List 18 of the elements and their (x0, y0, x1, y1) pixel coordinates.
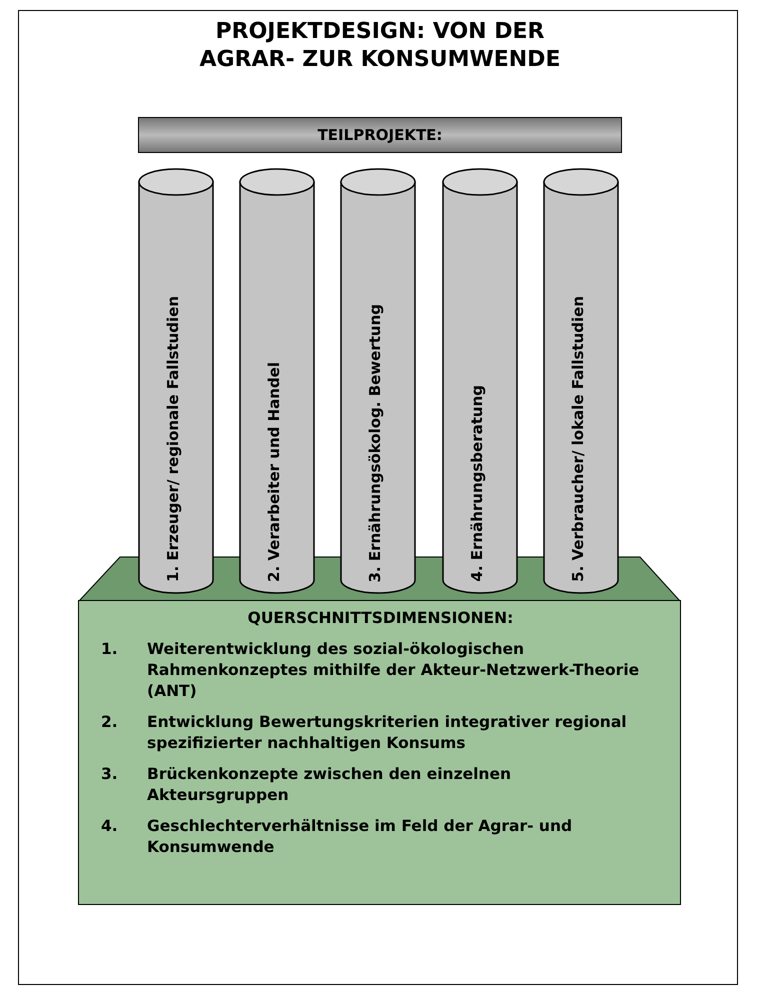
column-label: 5. Verbraucher/ lokale Fallstudien (569, 296, 587, 582)
bar-title: TEILPROJEKTE: (318, 126, 442, 144)
list-number: 1. (101, 639, 119, 660)
list-item: Entwicklung Bewertungskriterien integrativer regional spezifizierter nachhaltigen Konsums (147, 712, 628, 754)
list-item: Brückenkonzepte zwischen den einzelnen Akteursgruppen (147, 764, 512, 806)
diagram-title: PROJEKTDESIGN: VON DER AGRAR- ZUR KONSUMWENDE (198, 18, 562, 74)
base-heading: QUERSCHNITTSDIMENSIONEN: (246, 609, 514, 627)
base-block (78, 600, 681, 905)
list-number: 4. (101, 816, 119, 837)
column-label: 4. Ernährungsberatung (468, 385, 486, 582)
list-item: Geschlechterverhältnisse im Feld der Agrar- und Konsumwende (147, 816, 574, 858)
list-item: Weiterentwicklung des sozial-ökologischen Rahmenkonzeptes mithilfe der Akteur-Netzwerk-Theorie (ANT) (147, 639, 640, 702)
list-number: 3. (101, 764, 119, 785)
column-label: 3. Ernährungsökolog. Bewertung (366, 304, 384, 582)
column-label: 2. Verarbeiter und Handel (265, 362, 283, 582)
roof-bar (138, 117, 622, 153)
list-number: 2. (101, 712, 119, 733)
column-label: 1. Erzeuger/ regionale Fallstudien (164, 296, 182, 582)
